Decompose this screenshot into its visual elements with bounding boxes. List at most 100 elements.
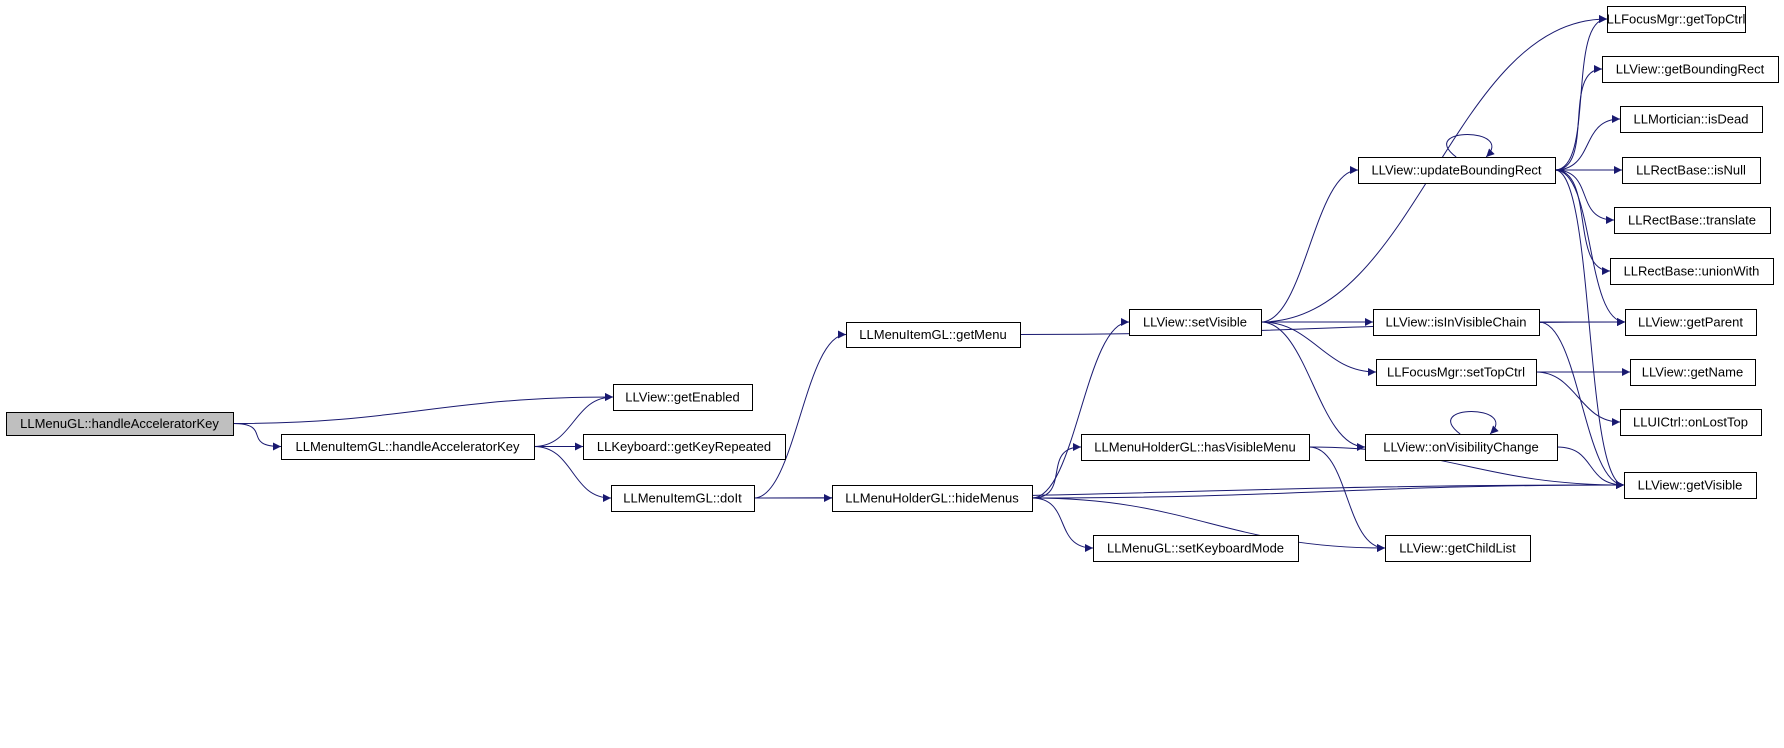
graph-node[interactable]: LLView::getVisible [1624, 472, 1757, 499]
node-box [281, 434, 535, 460]
node-label: LLMenuHolderGL::hasVisibleMenu [1094, 440, 1295, 455]
call-edge [1554, 169, 1611, 275]
node-label: LLView::getBoundingRect [1616, 62, 1765, 77]
graph-node[interactable]: LLView::getBoundingRect [1602, 56, 1779, 83]
node-box [1624, 472, 1757, 499]
call-edge [753, 330, 847, 499]
node-box [613, 384, 753, 411]
call-edge [1031, 318, 1130, 499]
call-edge [1260, 166, 1359, 323]
call-edge [232, 393, 614, 424]
call-edge [533, 446, 612, 502]
graph-node[interactable]: LLMenuHolderGL::hideMenus [832, 485, 1033, 512]
node-label: LLView::getParent [1638, 315, 1743, 330]
node-box [1607, 6, 1746, 33]
node-box [1620, 106, 1763, 133]
node-label: LLView::getName [1642, 365, 1743, 380]
graph-node[interactable]: LLMortician::isDead [1620, 106, 1763, 133]
node-label: LLMenuGL::setKeyboardMode [1107, 541, 1284, 556]
node-label: LLMenuItemGL::getMenu [859, 327, 1006, 342]
node-box [1620, 409, 1762, 436]
call-edge [1450, 411, 1499, 435]
call-edge [1556, 446, 1625, 489]
call-edge [1308, 446, 1386, 552]
call-edge [1554, 169, 1626, 326]
graph-node[interactable]: LLView::getChildList [1385, 535, 1531, 562]
node-box [1376, 359, 1537, 386]
node-label: LLView::updateBoundingRect [1371, 163, 1541, 178]
node-box [1614, 207, 1771, 234]
graph-node[interactable]: LLView::getEnabled [613, 384, 753, 411]
graph-node[interactable]: LLRectBase::unionWith [1610, 258, 1774, 285]
graph-node[interactable]: LLRectBase::translate [1614, 207, 1771, 234]
graph-node[interactable]: LLView::onVisibilityChange [1365, 434, 1558, 461]
graph-node[interactable]: LLMenuGL::handleAcceleratorKey [6, 412, 234, 436]
graph-node[interactable]: LLFocusMgr::getTopCtrl [1607, 6, 1746, 33]
graph-node[interactable]: LLRectBase::isNull [1622, 157, 1761, 184]
call-edge [1308, 446, 1625, 489]
node-label: LLView::onVisibilityChange [1383, 440, 1538, 455]
node-box [832, 485, 1033, 512]
call-edge [1260, 321, 1377, 376]
call-edge [1554, 169, 1615, 224]
graph-node[interactable]: LLMenuGL::setKeyboardMode [1093, 535, 1299, 562]
node-box [1373, 309, 1540, 336]
node-label: LLRectBase::unionWith [1624, 264, 1760, 279]
graph-node[interactable]: LLView::setVisible [1129, 309, 1262, 336]
edges-layer [232, 15, 1630, 552]
node-label: LLRectBase::translate [1628, 213, 1756, 228]
call-edge [1554, 115, 1621, 171]
call-edge [1554, 169, 1625, 489]
graph-node[interactable]: LLView::getParent [1625, 309, 1757, 336]
node-box [1081, 434, 1310, 461]
graph-node[interactable]: LLView::isInVisibleChain [1373, 309, 1540, 336]
node-box [583, 434, 786, 460]
call-edge [1538, 321, 1625, 489]
graph-node[interactable]: LLFocusMgr::setTopCtrl [1376, 359, 1537, 386]
node-box [1129, 309, 1262, 336]
node-label: LLView::isInVisibleChain [1386, 315, 1527, 330]
call-edge [1031, 497, 1386, 552]
graph-node[interactable]: LLView::updateBoundingRect [1358, 157, 1556, 184]
graph-node[interactable]: LLMenuHolderGL::hasVisibleMenu [1081, 434, 1310, 461]
graph-node[interactable]: LLMenuItemGL::doIt [611, 485, 755, 512]
node-label: LLMenuItemGL::handleAcceleratorKey [295, 439, 520, 454]
node-label: LLKeyboard::getKeyRepeated [597, 439, 771, 454]
node-box [611, 485, 755, 512]
node-box [1093, 535, 1299, 562]
graph-node[interactable]: LLKeyboard::getKeyRepeated [583, 434, 786, 460]
node-label: LLMenuGL::handleAcceleratorKey [20, 416, 219, 431]
graph-node[interactable]: LLUICtrl::onLostTop [1620, 409, 1762, 436]
node-label: LLView::getEnabled [625, 390, 739, 405]
node-box [1622, 157, 1761, 184]
node-label: LLUICtrl::onLostTop [1633, 415, 1748, 430]
graph-node[interactable]: LLMenuItemGL::handleAcceleratorKey [281, 434, 535, 460]
call-edge [232, 423, 282, 451]
node-box [846, 322, 1021, 348]
node-box [1365, 434, 1558, 461]
node-label: LLMortician::isDead [1634, 112, 1749, 127]
node-label: LLFocusMgr::setTopCtrl [1387, 365, 1525, 380]
call-edge [1260, 321, 1366, 451]
graph-node[interactable]: LLMenuItemGL::getMenu [846, 322, 1021, 348]
call-edge [1535, 371, 1621, 426]
root-node-box [6, 412, 234, 436]
call-edge [533, 393, 614, 447]
node-box [1610, 258, 1774, 285]
node-box [1625, 309, 1757, 336]
node-label: LLMenuHolderGL::hideMenus [845, 491, 1019, 506]
node-label: LLRectBase::isNull [1636, 163, 1746, 178]
node-box [1630, 359, 1756, 386]
node-label: LLFocusMgr::getTopCtrl [1607, 12, 1746, 27]
node-box [1385, 535, 1531, 562]
node-label: LLView::setVisible [1143, 315, 1247, 330]
node-label: LLView::getChildList [1399, 541, 1516, 556]
call-edge [1031, 481, 1625, 499]
node-box [1602, 56, 1779, 83]
node-label: LLMenuItemGL::doIt [623, 491, 742, 506]
nodes-layer: LLMenuGL::handleAcceleratorKeyLLView::ge… [6, 6, 1779, 562]
graph-node[interactable]: LLView::getName [1630, 359, 1756, 386]
call-edge [1031, 443, 1082, 499]
call-edge [1446, 134, 1495, 158]
